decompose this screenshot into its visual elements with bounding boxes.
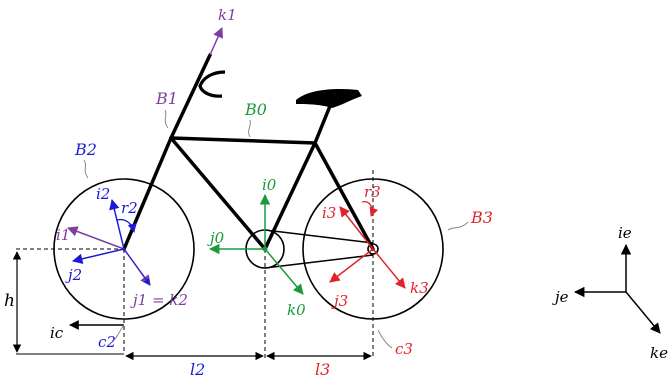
r2-angle-arc — [116, 218, 137, 233]
k3-vector — [372, 248, 406, 289]
i2-label: i2 — [96, 185, 110, 203]
l2-label: l2 — [190, 360, 205, 379]
j1-equals-k2-label: j1 = k2 — [130, 291, 188, 309]
je-label: je — [552, 288, 569, 306]
saddle — [296, 89, 362, 108]
b2-label: B2 — [74, 140, 97, 159]
l3-label: l3 — [315, 360, 330, 379]
i3-vector — [339, 206, 374, 250]
ic-label: ic — [50, 324, 64, 342]
b2-leader — [83, 159, 89, 179]
k0-label: k0 — [287, 301, 306, 319]
crank-hub — [262, 246, 268, 252]
j3-label: j3 — [331, 292, 348, 310]
c3-label: c3 — [395, 340, 413, 358]
r3-label: r3 — [364, 183, 381, 201]
j2-label: j2 — [65, 266, 82, 284]
chain-upper — [264, 229, 374, 244]
b3-leader — [447, 221, 469, 231]
handlebar — [198, 70, 226, 98]
b1-leader — [164, 109, 169, 129]
i2-vector — [109, 198, 125, 250]
c2-label: c2 — [98, 333, 116, 351]
b1-label: B1 — [155, 89, 178, 108]
construction-lines — [16, 170, 374, 358]
b0-leader — [248, 119, 251, 138]
i1-vector — [67, 226, 125, 250]
k0-vector — [264, 248, 304, 295]
i1-label: i1 — [56, 226, 70, 244]
ke-vector — [625, 291, 661, 334]
i0-label: i0 — [262, 176, 277, 194]
k2-vector — [123, 248, 151, 286]
b0-label: B0 — [244, 100, 267, 119]
c3-leader — [377, 329, 393, 349]
b3-label: B3 — [470, 208, 493, 227]
chain-lower — [264, 254, 374, 269]
j0-label: j0 — [207, 229, 225, 247]
r2-label: r2 — [121, 199, 138, 217]
c2-leader — [113, 324, 125, 341]
j3-vector — [329, 248, 374, 283]
k1-label: k1 — [218, 6, 237, 24]
ie-label: ie — [618, 224, 632, 242]
k3-label: k3 — [410, 279, 429, 297]
j2-vector — [71, 248, 125, 264]
k1-vector — [209, 27, 223, 56]
i3-label: i3 — [322, 204, 336, 222]
ke-label: ke — [650, 344, 668, 362]
r3-angle-arc — [361, 201, 379, 217]
h-label: h — [4, 291, 15, 311]
